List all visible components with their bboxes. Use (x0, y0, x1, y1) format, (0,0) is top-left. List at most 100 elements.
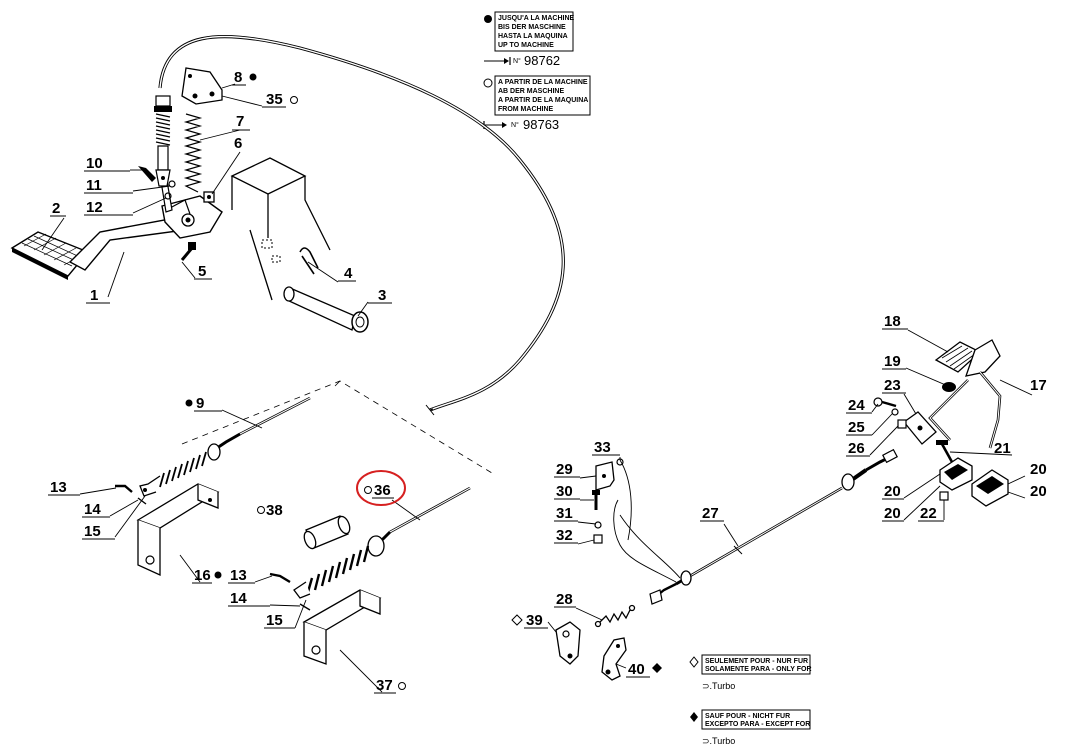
bolt-5 (180, 242, 196, 261)
part-label-18[interactable]: 18 (884, 313, 901, 330)
part-label-14-left[interactable]: 14 (84, 501, 101, 518)
open-circle-icon (290, 96, 298, 104)
open-circle-icon (483, 78, 493, 88)
assembly-boundary (181, 380, 493, 474)
part-label-5[interactable]: 5 (198, 263, 206, 280)
filled-circle-icon (249, 73, 257, 81)
rubber-mounts-20 (939, 457, 1009, 507)
upper-bracket (181, 67, 223, 105)
part-label-14-center[interactable]: 14 (230, 590, 247, 607)
detail-bracket (619, 459, 632, 541)
legend-line: UP TO MACHINE (498, 42, 554, 49)
part-labels: 2 1 3 4 5 6 7 8 35 10 11 12 9 13 14 15 1… (48, 69, 1047, 694)
filled-circle-icon (484, 15, 492, 23)
pin-13-left (115, 484, 133, 493)
part-label-8[interactable]: 8 (234, 69, 242, 86)
part-label-11[interactable]: 11 (86, 177, 102, 194)
part-label-13-center[interactable]: 13 (230, 567, 247, 584)
cable-spring (155, 113, 171, 146)
legend-box (494, 75, 591, 116)
right-pedal (928, 339, 1002, 449)
part-label-26[interactable]: 26 (848, 440, 865, 457)
part-label-7[interactable]: 7 (236, 113, 244, 130)
part-label-20-mid[interactable]: 20 (884, 483, 901, 500)
bolt-24 (873, 397, 897, 408)
part-label-1[interactable]: 1 (90, 287, 98, 304)
part-label-20-right[interactable]: 20 (1030, 483, 1047, 500)
part-label-23[interactable]: 23 (884, 377, 901, 394)
part-label-27[interactable]: 27 (702, 505, 719, 522)
legend-line: SAUF POUR - NICHT FUR (705, 713, 790, 720)
part-label-40[interactable]: 40 (628, 661, 645, 678)
nut-26 (897, 419, 907, 429)
pedal-pad-edge (12, 248, 68, 280)
pedal-support-block (230, 157, 331, 301)
part-label-33[interactable]: 33 (594, 439, 611, 456)
open-diamond-icon (511, 614, 523, 626)
part-label-36[interactable]: 36 (374, 482, 391, 499)
part-label-38[interactable]: 38 (266, 502, 283, 519)
part-label-9[interactable]: 9 (196, 395, 204, 412)
part-label-37[interactable]: 37 (376, 677, 393, 694)
legend-line: SEULEMENT POUR - NUR FUR (705, 658, 808, 665)
part-label-39[interactable]: 39 (526, 612, 543, 629)
part-label-21[interactable]: 21 (994, 440, 1011, 457)
part-label-20-bottom[interactable]: 20 (884, 505, 901, 522)
nut-22 (939, 491, 949, 501)
part-label-16[interactable]: 16 (194, 567, 211, 584)
variant-label: ⊃.Turbo (702, 736, 735, 746)
part-label-20-top[interactable]: 20 (1030, 461, 1047, 478)
part-label-30[interactable]: 30 (556, 483, 573, 500)
part-label-29[interactable]: 29 (556, 461, 573, 478)
cable-end-fitting (155, 95, 171, 107)
bracket-16 (136, 483, 220, 577)
part-label-35[interactable]: 35 (266, 91, 283, 108)
pin-13-center (269, 572, 291, 584)
variant-label: ⊃.Turbo (702, 681, 735, 691)
open-diamond-icon (689, 656, 699, 668)
part-label-22[interactable]: 22 (920, 505, 937, 522)
legend-line: HASTA LA MAQUINA (498, 33, 568, 40)
open-circle-icon (257, 506, 265, 514)
washer-25 (891, 408, 899, 416)
part-label-24[interactable]: 24 (848, 397, 865, 414)
legend-line: FROM MACHINE (498, 106, 554, 113)
part-label-19[interactable]: 19 (884, 353, 901, 370)
screw-30 (592, 490, 600, 510)
sleeve-38 (303, 515, 351, 550)
part-label-25[interactable]: 25 (848, 419, 865, 436)
part-label-13-left[interactable]: 13 (50, 479, 67, 496)
detail-leader (613, 499, 677, 583)
filled-circle-icon (214, 571, 222, 579)
pivot-shaft (283, 286, 369, 333)
open-circle-icon (398, 682, 406, 690)
pedal-assembly (10, 67, 223, 280)
part-label-31[interactable]: 31 (556, 505, 573, 522)
part-label-2[interactable]: 2 (52, 200, 60, 217)
part-label-17[interactable]: 17 (1030, 377, 1047, 394)
bumper-19 (942, 382, 956, 392)
legend-box (494, 11, 574, 52)
legend-from-machine: A PARTIR DE LA MACHINE AB DER MASCHINE A… (483, 75, 591, 132)
cable-27 (649, 448, 898, 605)
part-label-32[interactable]: 32 (556, 527, 573, 544)
washer-31 (594, 521, 602, 529)
bracket-37 (302, 589, 382, 665)
serial-prefix: N° (513, 57, 521, 65)
part-label-4[interactable]: 4 (344, 265, 353, 282)
legend-line: BIS DER MASCHINE (498, 24, 566, 31)
lever-40 (601, 637, 627, 681)
part-label-6[interactable]: 6 (234, 135, 242, 152)
part-label-12[interactable]: 12 (86, 199, 103, 216)
legend-line: AB DER MASCHINE (498, 88, 564, 95)
part-label-10[interactable]: 10 (86, 155, 103, 172)
part-label-3[interactable]: 3 (378, 287, 386, 304)
filled-circle-icon (185, 399, 193, 407)
part-label-28[interactable]: 28 (556, 591, 573, 608)
detail-leader (619, 514, 681, 579)
part-label-15-center[interactable]: 15 (266, 612, 283, 629)
leader-lines (41, 83, 1033, 693)
part-label-15-left[interactable]: 15 (84, 523, 101, 540)
legend-line: EXCEPTO PARA - EXCEPT FOR (705, 721, 810, 728)
cable-9 (139, 396, 311, 497)
